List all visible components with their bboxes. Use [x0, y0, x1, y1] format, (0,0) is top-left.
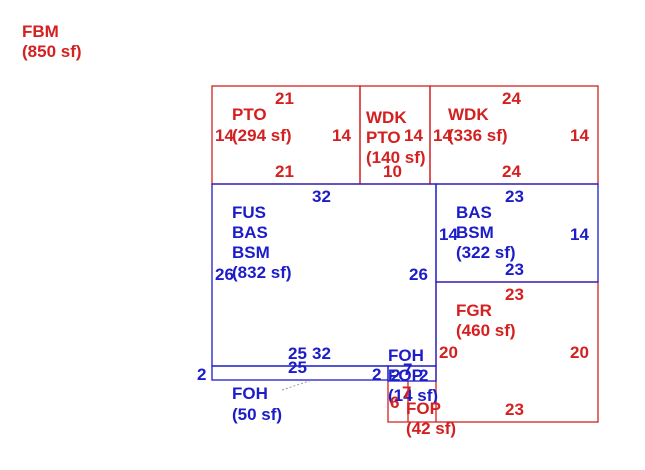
fus-dim-right: 26: [409, 265, 428, 284]
wdk-pto-dim-bottom: 10: [383, 162, 402, 181]
fgr-dim-right: 20: [570, 343, 589, 362]
fus-code3: BSM: [232, 243, 270, 262]
foh-fop-code1: FOH: [388, 346, 424, 365]
fus-dim-left: 26: [215, 265, 234, 284]
fop-code: FOP: [406, 399, 441, 418]
fus-code2: BAS: [232, 223, 268, 242]
foh-small-dim-bottom: 25: [288, 358, 307, 377]
fbm-code: FBM: [22, 22, 59, 41]
fgr-area: (460 sf): [456, 321, 516, 340]
foh-fop-code2: FOP: [388, 366, 423, 385]
fgr-dim-top: 23: [505, 285, 524, 304]
wdk-pto-code2: PTO: [366, 128, 401, 147]
fop-dim-top: 7: [402, 383, 411, 402]
foh-fop-area: (14 sf): [388, 386, 438, 405]
wdk-dim-top: 24: [502, 89, 521, 108]
foh-small-dim-top: 25: [288, 344, 307, 363]
bas-dim-bottom: 23: [505, 260, 524, 279]
foh-fop-dim-right: 2: [419, 366, 428, 385]
foh-small-area: (50 sf): [232, 405, 282, 424]
wdk-code: WDK: [448, 105, 489, 124]
bas-area: (322 sf): [456, 243, 516, 262]
wdk-area: (336 sf): [448, 126, 508, 145]
pto-dim-right: 14: [332, 126, 351, 145]
foh-fop-dim-left: 2: [391, 366, 400, 385]
bas-code1: BAS: [456, 203, 492, 222]
fop-outline: [387, 381, 436, 423]
bas-dim-right: 14: [570, 225, 589, 244]
pto-dim-top: 21: [275, 89, 294, 108]
fus-dim-bottom: 32: [312, 344, 331, 363]
foh-small-dim-left: 2: [197, 365, 206, 384]
fop-area: (42 sf): [406, 419, 456, 438]
foh-small-code: FOH: [232, 384, 268, 403]
fus-dim-top: 32: [312, 187, 331, 206]
fgr-dim-left: 20: [439, 343, 458, 362]
foh-fop-dim-top: 7: [403, 360, 412, 379]
pto-dim-bottom: 21: [275, 162, 294, 181]
fbm-area: (850 sf): [22, 42, 82, 61]
fgr-dim-bottom: 23: [505, 400, 524, 419]
wdk-pto-area: (140 sf): [366, 148, 426, 167]
fop-dim-left: 6: [390, 393, 399, 412]
pto-area: (294 sf): [232, 126, 292, 145]
wdk-pto-code1: WDK: [366, 108, 407, 127]
pto-code: PTO: [232, 105, 267, 124]
bas-dim-left: 14: [439, 225, 458, 244]
foh-fop-outline: [387, 365, 437, 382]
fus-area: (832 sf): [232, 263, 292, 282]
bas-outline: [435, 183, 599, 283]
fgr-code: FGR: [456, 301, 492, 320]
wdk-dim-left: 14: [433, 126, 452, 145]
bas-code2: BSM: [456, 223, 494, 242]
wdk-dim-bottom: 24: [502, 162, 521, 181]
bas-dim-top: 23: [505, 187, 524, 206]
pto-dim-left: 14: [215, 126, 234, 145]
wdk-pto-dim-right: 14: [404, 126, 423, 145]
wdk-dim-right: 14: [570, 126, 589, 145]
fus-code1: FUS: [232, 203, 266, 222]
foh-small-dim-right: 2: [372, 365, 381, 384]
foh-leader-line: [281, 379, 313, 391]
